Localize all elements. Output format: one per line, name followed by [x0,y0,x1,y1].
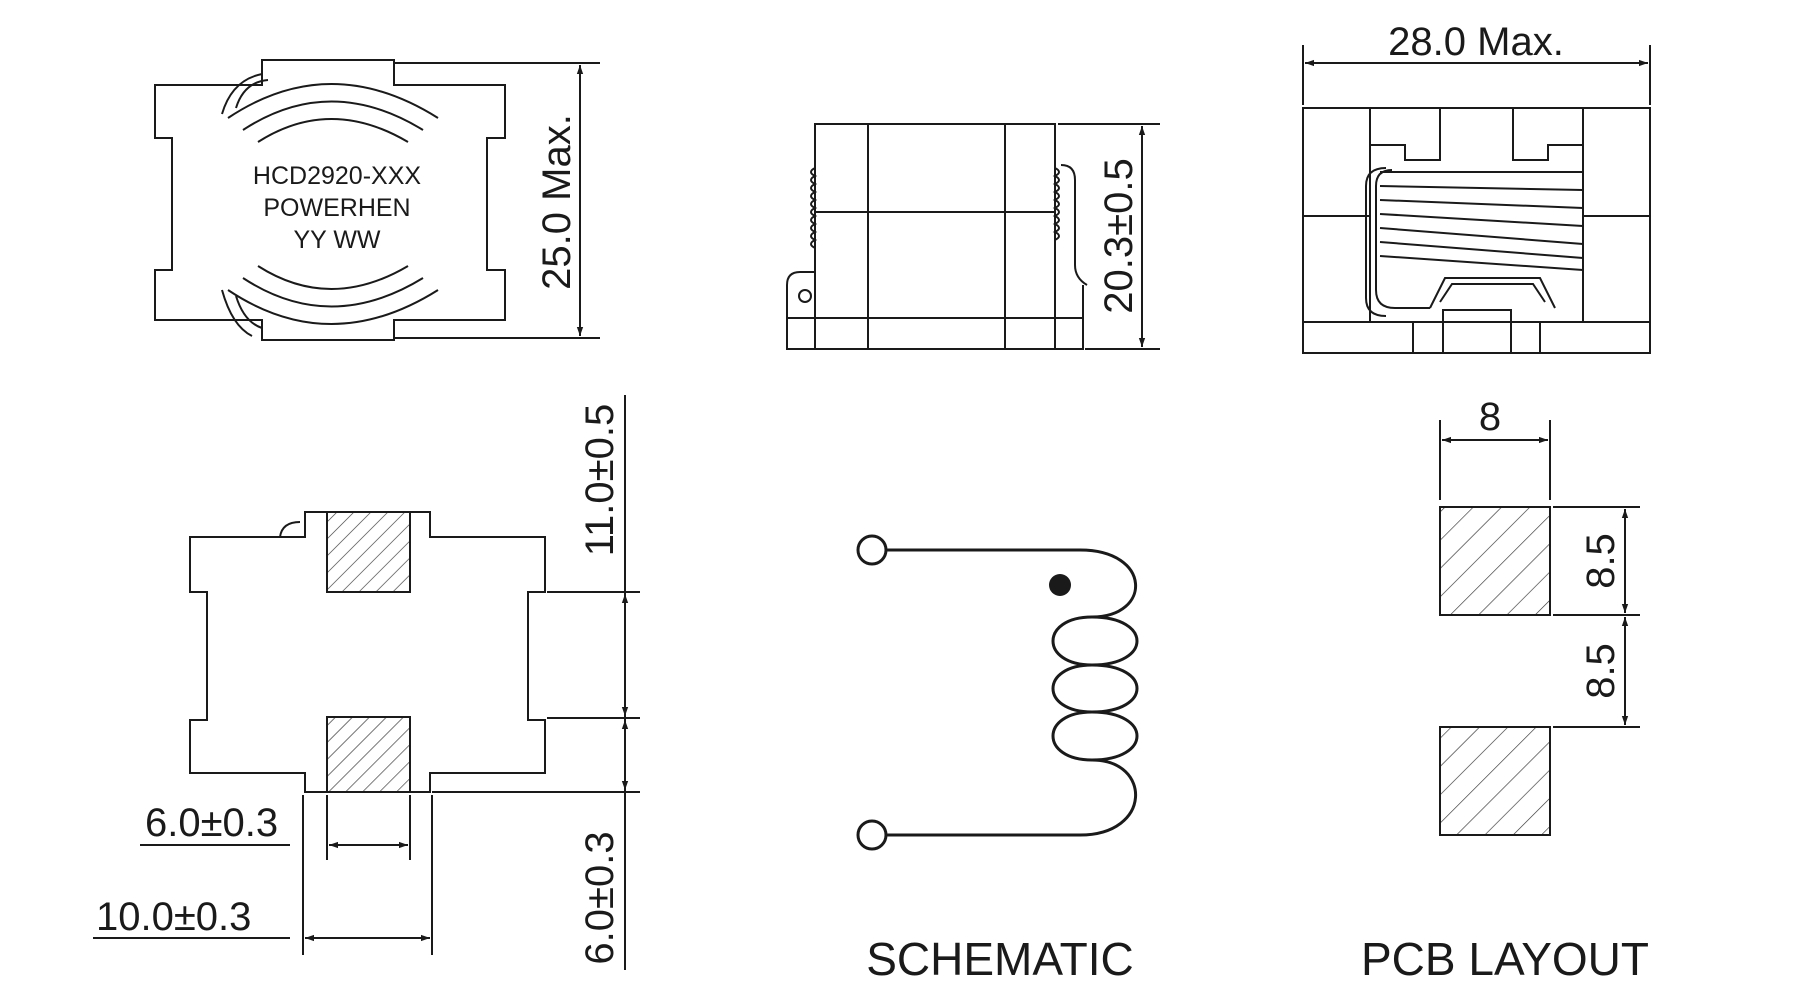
polarity-dot-icon [1049,574,1071,596]
top-view: HCD2920-XXX POWERHEN YY WW 25.0 Max. [154,59,600,341]
pcb-layout-caption: PCB LAYOUT [1361,933,1649,985]
schematic-caption: SCHEMATIC [866,933,1134,985]
terminal-pad-bottom [326,716,411,793]
front-view: 28.0 Max. [1302,20,1651,354]
terminal-length-label: 6.0±0.3 [578,831,622,964]
marking-part-number: HCD2920-XXX [253,162,421,190]
pcb-pad-top [1439,506,1551,616]
terminal-pad-top [326,511,411,593]
inductor-coil-icon [886,548,1139,837]
pad-height-label: 8.5 [1579,533,1623,589]
max-height-label: 25.0 Max. [535,114,579,290]
bottom-view: 11.0±0.5 6.0±0.3 6.0±0.3 10.0±0.3 [93,395,640,970]
schematic: SCHEMATIC [856,534,1139,985]
terminal-1-icon [856,534,888,566]
pad-spacing-label: 8.5 [1579,643,1623,699]
pcb-layout: 8 8.5 8.5 PCB LAYOUT [1361,395,1649,985]
pad-width-label: 8 [1479,395,1501,439]
pcb-pad-bottom [1439,726,1551,836]
terminal-span-label: 10.0±0.3 [96,895,251,939]
terminal-gap-label: 11.0±0.5 [578,404,622,556]
terminal-width-label: 6.0±0.3 [145,801,278,845]
max-length-label: 28.0 Max. [1388,20,1564,64]
side-view: 20.3±0.5 [786,123,1160,350]
marking-brand: POWERHEN [263,194,410,222]
terminal-2-icon [856,819,888,851]
marking-date-code: YY WW [293,226,380,254]
height-label: 20.3±0.5 [1097,158,1141,313]
